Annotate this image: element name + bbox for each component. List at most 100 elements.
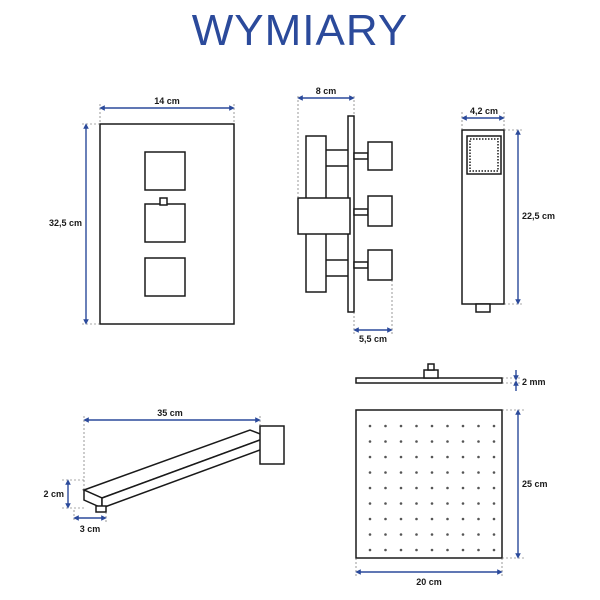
nozzle-dot — [415, 471, 418, 474]
nozzle-dot — [399, 502, 403, 505]
arm-length-dimension: 35 cm — [83, 408, 261, 490]
nozzle-dot — [384, 486, 387, 490]
nozzle-dot — [430, 548, 434, 552]
nozzle-dot — [399, 471, 403, 474]
arm-width-dimension: 3 cm — [73, 510, 107, 534]
nozzle-dot — [461, 548, 465, 552]
nozzle-dot — [430, 502, 434, 505]
nozzle-dot — [368, 548, 372, 552]
knob-depth-label: 5,5 cm — [359, 334, 387, 344]
nozzle-dot — [446, 455, 449, 459]
nozzle-dot — [461, 471, 465, 474]
panel-height-label: 32,5 cm — [49, 218, 82, 228]
nozzle-dot — [430, 424, 434, 428]
nozzle-dot — [399, 517, 403, 521]
arm-width-label: 3 cm — [80, 524, 101, 534]
nozzle-dot — [461, 486, 465, 490]
nozzle-dot — [446, 548, 449, 552]
shower-arm — [81, 425, 285, 513]
nozzle-dot — [415, 502, 418, 505]
nozzle-dot — [368, 440, 372, 443]
nozzle-dot — [446, 533, 449, 536]
nozzle-dot — [446, 486, 449, 490]
nozzle-dot — [477, 533, 480, 536]
nozzle-dot — [477, 486, 480, 490]
nozzle-dot — [384, 471, 387, 474]
nozzle-dot — [446, 440, 449, 443]
nozzle-dot — [492, 533, 496, 536]
nozzle-dot — [477, 455, 480, 459]
nozzle-dot — [384, 548, 387, 552]
nozzle-dot — [492, 440, 496, 443]
panel-height-dimension: 32,5 cm — [49, 123, 100, 325]
mixer-depth-label: 8 cm — [316, 86, 337, 96]
handset-height-label: 22,5 cm — [522, 211, 555, 221]
nozzle-dot — [399, 548, 403, 552]
nozzle-dot — [384, 502, 387, 505]
nozzle-dot — [461, 517, 465, 521]
nozzle-dot — [399, 533, 403, 536]
nozzle-dot — [492, 471, 496, 474]
nozzle-dot — [368, 517, 372, 521]
head-thickness-dimension: 2 mm — [502, 370, 546, 391]
nozzle-dot — [399, 486, 403, 490]
panel-width-label: 14 cm — [154, 96, 180, 106]
nozzle-dot — [461, 424, 465, 428]
nozzle-dot — [384, 517, 387, 521]
nozzle-dot — [477, 517, 480, 521]
nozzle-dot — [492, 502, 496, 505]
nozzle-dot — [492, 486, 496, 490]
nozzle-dot — [492, 455, 496, 459]
mixer-depth-dimension: 8 cm — [297, 86, 355, 198]
nozzle-dot — [415, 517, 418, 521]
handset-width-dimension: 4,2 cm — [461, 106, 505, 130]
nozzle-dot — [384, 533, 387, 536]
head-height-label: 25 cm — [522, 479, 548, 489]
nozzle-dot — [415, 455, 418, 459]
nozzle-dot — [492, 548, 496, 552]
nozzle-dot — [430, 486, 434, 490]
nozzle-dot — [477, 440, 480, 443]
nozzle-dot — [461, 533, 465, 536]
nozzle-dot — [477, 502, 480, 505]
nozzle-dot — [368, 424, 372, 428]
nozzle-dot — [461, 440, 465, 443]
nozzle-grid — [368, 424, 496, 552]
nozzle-dot — [492, 517, 496, 521]
handset-width-label: 4,2 cm — [470, 106, 498, 116]
nozzle-dot — [368, 455, 372, 459]
head-height-dimension: 25 cm — [502, 409, 548, 559]
nozzle-dot — [415, 548, 418, 552]
arm-height-label: 2 cm — [43, 489, 64, 499]
knob-depth-dimension: 5,5 cm — [353, 280, 393, 344]
nozzle-dot — [430, 440, 434, 443]
nozzle-dot — [399, 424, 403, 428]
nozzle-dot — [415, 440, 418, 443]
panel-width-dimension: 14 cm — [99, 96, 235, 124]
shower-head-top — [355, 409, 503, 559]
nozzle-dot — [461, 455, 465, 459]
head-width-dimension: 20 cm — [355, 558, 503, 587]
control-panel-front — [99, 123, 235, 325]
nozzle-dot — [415, 424, 418, 428]
mixer-side-view — [297, 115, 393, 313]
page-title: WYMIARY — [191, 6, 409, 55]
nozzle-dot — [446, 424, 449, 428]
nozzle-dot — [415, 533, 418, 536]
hand-shower — [461, 129, 505, 313]
arm-length-label: 35 cm — [157, 408, 183, 418]
nozzle-dot — [430, 471, 434, 474]
handset-height-dimension: 22,5 cm — [504, 129, 555, 305]
arm-height-dimension: 2 cm — [43, 479, 84, 509]
head-width-label: 20 cm — [416, 577, 442, 587]
nozzle-dot — [430, 455, 434, 459]
nozzle-dot — [430, 517, 434, 521]
nozzle-dot — [477, 548, 480, 552]
nozzle-dot — [368, 502, 372, 505]
nozzle-dot — [399, 455, 403, 459]
nozzle-dot — [399, 440, 403, 443]
nozzle-dot — [384, 424, 387, 428]
nozzle-dot — [368, 486, 372, 490]
nozzle-dot — [446, 517, 449, 521]
